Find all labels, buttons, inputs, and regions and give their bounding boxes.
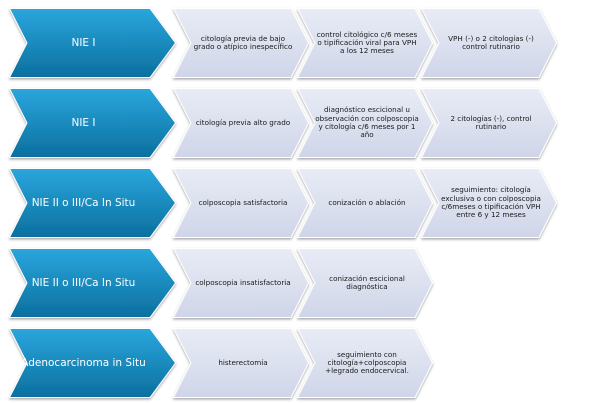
step-chevron [172, 168, 310, 238]
step-label: citología previa alto grado [195, 117, 291, 127]
step-label: conización o ablación [328, 197, 406, 207]
step-chevron [296, 88, 434, 158]
step-label: conización escicional diagnóstica [329, 273, 405, 291]
diagnosis-chevron [8, 168, 177, 238]
step-label: colposcopia satisfactoria [198, 197, 288, 207]
step-label: seguimiento con citología+colposcopia +l… [325, 349, 409, 376]
step-chevron [172, 248, 310, 318]
diagnosis-chevron [8, 8, 177, 78]
step-chevron [420, 168, 558, 238]
diagnosis-chevron [8, 248, 177, 318]
diagnosis-label: NIE I [71, 36, 96, 49]
diagnosis-chevron [8, 88, 177, 158]
step-chevron [296, 168, 434, 238]
step-chevron [172, 328, 310, 398]
step-chevron [420, 88, 558, 158]
step-chevron [420, 8, 558, 78]
step-label: diagnóstico escicional u observación con… [315, 105, 419, 140]
diagnosis-label: NIE I [71, 116, 96, 129]
step-chevron [172, 8, 310, 78]
step-label: seguimiento: citología exclusiva o con c… [441, 185, 541, 220]
diagnosis-label: NIE II o III/Ca In Situ [31, 196, 136, 209]
step-label: VPH (-) o 2 citologías (-) control rutin… [448, 33, 534, 51]
step-label: 2 citologías (-), control rutinario [450, 113, 532, 131]
step-label: colposcopia insatisfactoria [195, 277, 291, 287]
step-label: citología previa de bajo grado o atípico… [193, 33, 293, 51]
step-chevron [296, 248, 434, 318]
diagnosis-chevron [8, 328, 177, 398]
step-chevron [296, 328, 434, 398]
diagnosis-label: NIE II o III/Ca In Situ [31, 276, 136, 289]
step-chevron [296, 8, 434, 78]
step-label: histerectomía [218, 357, 268, 367]
diagnosis-label: Adenocarcinoma in Situ [21, 356, 146, 369]
step-chevron [172, 88, 310, 158]
step-label: control citológico c/6 meses o tipificac… [316, 29, 418, 56]
